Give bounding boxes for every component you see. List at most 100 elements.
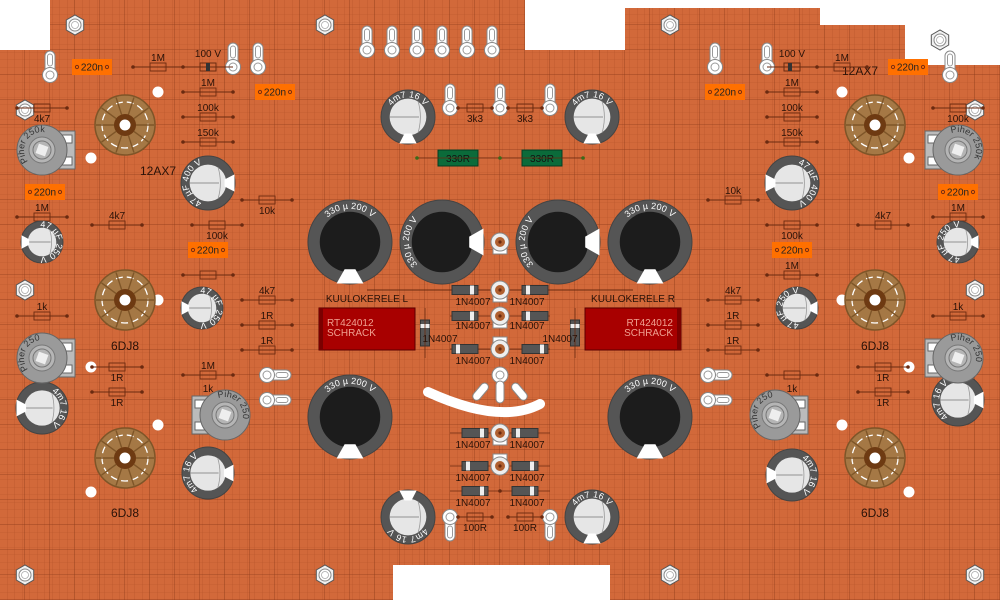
ground-lug-icon bbox=[490, 423, 510, 446]
tube-label: 6DJ8 bbox=[861, 339, 889, 353]
capacitor-rating: 4m7 16 V bbox=[181, 451, 199, 496]
resistor: 4k7 bbox=[15, 103, 69, 125]
mounting-hole bbox=[152, 86, 164, 98]
resistor: 1k bbox=[931, 302, 985, 321]
capacitor-rating: 4m7 16 V bbox=[51, 386, 69, 431]
resistor: 1R bbox=[240, 311, 294, 330]
resistor: 3k3 bbox=[456, 103, 494, 125]
resistor-value: 1M bbox=[151, 53, 165, 64]
ground-lug-icon bbox=[490, 280, 510, 303]
diode-label: 1N4007 bbox=[455, 440, 490, 451]
resistor: 1M bbox=[765, 78, 819, 97]
resistor-value: 100R bbox=[513, 523, 537, 534]
mounting-nut-icon bbox=[315, 14, 335, 36]
resistor-value: 3k3 bbox=[467, 114, 484, 125]
film-capacitor: 220n bbox=[255, 84, 295, 100]
solder-lug-icon bbox=[484, 25, 500, 58]
trim-potentiometer[interactable]: Piher 250 bbox=[191, 389, 251, 441]
small-film-capacitor: 100 V bbox=[183, 49, 233, 72]
diode bbox=[461, 428, 489, 438]
resistor-value: 10k bbox=[259, 206, 276, 217]
resistor: 3k3 bbox=[506, 103, 544, 125]
diode bbox=[451, 344, 479, 354]
resistor: 1R bbox=[706, 311, 760, 330]
solder-lug-icon bbox=[442, 83, 458, 116]
resistor-value: 1R bbox=[111, 398, 124, 409]
resistor: 1M bbox=[181, 361, 235, 380]
electrolytic-capacitor-large: 330 µ 200 V bbox=[515, 199, 601, 285]
solder-lug-icon bbox=[409, 25, 425, 58]
tube-socket bbox=[844, 94, 906, 156]
capacitor-rating: 4m7 16 V bbox=[569, 489, 614, 507]
diode-label: 1N4007 bbox=[509, 356, 544, 367]
tube-socket bbox=[94, 427, 156, 489]
resistor: 100k bbox=[765, 103, 819, 122]
capacitor-value: 100 V bbox=[195, 49, 221, 60]
ground-bus-strap bbox=[423, 366, 545, 418]
mounting-hole bbox=[836, 419, 848, 431]
resistor-value: 1R bbox=[877, 398, 890, 409]
resistor-value: 100R bbox=[463, 523, 487, 534]
resistor-value: 150k bbox=[197, 128, 220, 139]
mounting-nut-icon bbox=[15, 564, 35, 586]
trim-potentiometer[interactable]: Piher 250k bbox=[924, 124, 984, 176]
resistor-value: 1M bbox=[35, 203, 49, 214]
resistor: 4k7 bbox=[240, 286, 294, 305]
capacitor-value: 220n bbox=[947, 188, 969, 199]
film-capacitor: 220n bbox=[888, 59, 928, 75]
tube-label: 6DJ8 bbox=[111, 506, 139, 520]
capacitor-value: 220n bbox=[197, 246, 219, 257]
resistor-value: 4k7 bbox=[109, 211, 126, 222]
electrolytic-capacitor: 4m7 16 V bbox=[931, 373, 985, 427]
resistor bbox=[765, 370, 819, 380]
resistor: 1M bbox=[765, 261, 819, 280]
trim-potentiometer[interactable]: Piher 250 bbox=[924, 332, 984, 384]
resistor-value: 1k bbox=[953, 302, 965, 313]
tube-socket bbox=[94, 269, 156, 331]
solder-lug-icon bbox=[459, 25, 475, 58]
diode bbox=[461, 461, 489, 471]
electrolytic-capacitor-large: 330 µ 200 V bbox=[307, 199, 393, 285]
electrolytic-capacitor: 4m7 16 V bbox=[15, 381, 69, 435]
resistor-value: 1R bbox=[727, 336, 740, 347]
mounting-nut-icon bbox=[965, 99, 985, 121]
resistor: 100k bbox=[190, 220, 244, 242]
mounting-nut-icon bbox=[660, 14, 680, 36]
diode bbox=[511, 486, 539, 496]
mounting-hole bbox=[836, 86, 848, 98]
relay-part: RT424012 bbox=[327, 318, 374, 329]
resistor: 1R bbox=[240, 336, 294, 355]
capacitor-rating: 4m7 16 V bbox=[931, 378, 949, 423]
relay-part: RT424012 bbox=[626, 318, 673, 329]
trim-potentiometer[interactable]: Piher 250 bbox=[16, 332, 76, 384]
resistor-value: 1M bbox=[785, 78, 799, 89]
film-capacitor: 220n bbox=[25, 184, 65, 200]
diode bbox=[521, 285, 549, 295]
capacitor-rating: 4m7 16 V bbox=[386, 527, 431, 545]
diode-label: 1N4007 bbox=[509, 297, 544, 308]
electrolytic-capacitor-large: 330 µ 200 V bbox=[607, 199, 693, 285]
electrolytic-capacitor: 4m7 16 V bbox=[564, 489, 620, 545]
mounting-nut-icon bbox=[315, 564, 335, 586]
solder-lug-icon bbox=[42, 50, 58, 83]
solder-lug-icon bbox=[942, 50, 958, 83]
resistor: 100k bbox=[931, 103, 985, 125]
electrolytic-capacitor: 4m7 16 V bbox=[380, 89, 436, 145]
trim-potentiometer[interactable]: Piher 250k bbox=[16, 124, 76, 176]
capacitor-value: 220n bbox=[81, 63, 103, 74]
solder-lug-icon bbox=[542, 83, 558, 116]
solder-lug-icon bbox=[259, 367, 292, 383]
resistor: 100R bbox=[506, 512, 544, 534]
electrolytic-capacitor: 47 µF 250 V bbox=[935, 219, 980, 265]
diode-label: 1N4007 bbox=[509, 498, 544, 509]
relay-maker: SCHRACK bbox=[624, 328, 673, 339]
resistor-value: 100k bbox=[781, 103, 804, 114]
electrolytic-capacitor: 4m7 16 V bbox=[380, 489, 436, 545]
solder-point bbox=[415, 156, 419, 160]
diode bbox=[521, 344, 549, 354]
tube-socket bbox=[844, 427, 906, 489]
solder-lug-icon bbox=[384, 25, 400, 58]
resistor-value: 1R bbox=[727, 311, 740, 322]
resistor-value: 1M bbox=[785, 261, 799, 272]
trim-potentiometer[interactable]: Piher 250 bbox=[749, 389, 809, 441]
